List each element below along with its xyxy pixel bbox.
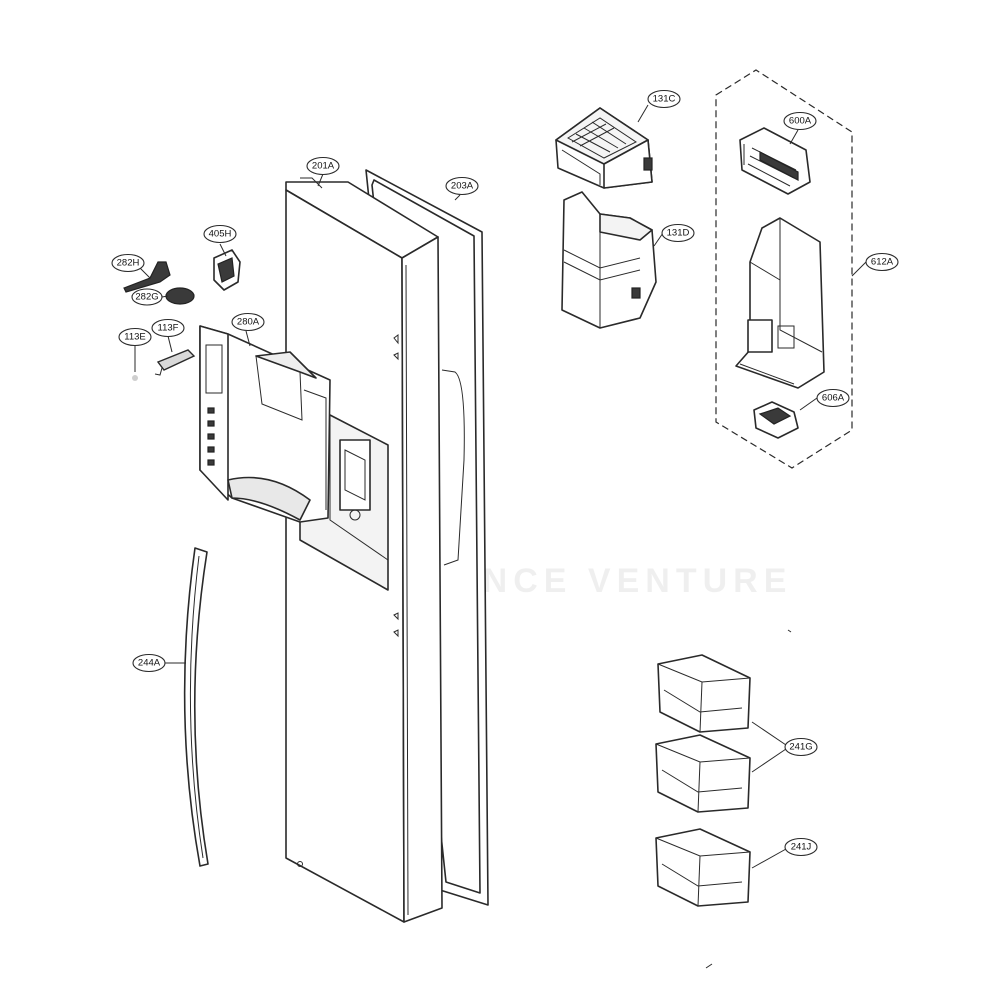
callout-113E: 113E [118, 327, 152, 347]
svg-text:113F: 113F [158, 323, 179, 334]
svg-text:282G: 282G [135, 292, 158, 303]
callout-131D: 131D [661, 223, 695, 243]
switch-405H [213, 249, 241, 291]
callout-241G: 241G [784, 737, 818, 757]
ice-bin [561, 191, 657, 329]
dispenser-assembly [199, 325, 331, 523]
svg-text:612A: 612A [871, 257, 894, 268]
callout-244A: 244A [132, 653, 166, 673]
svg-text:280A: 280A [237, 317, 260, 328]
motor-606A [753, 401, 799, 439]
svg-text:244A: 244A [138, 658, 161, 669]
leader-lines [134, 104, 867, 869]
callout-280A: 280A [231, 312, 265, 332]
door-handle [183, 547, 209, 867]
callout-282H: 282H [111, 253, 145, 273]
callout-405H: 405H [203, 224, 237, 244]
icemaker-group-outline [715, 69, 853, 469]
callout-201A: 201A [306, 156, 340, 176]
callout-600A: 600A [783, 111, 817, 131]
callout-612A: 612A [865, 252, 899, 272]
part-113E [132, 375, 138, 381]
icemaker-600A [739, 127, 811, 195]
callout-113F: 113F [151, 318, 185, 338]
svg-text:203A: 203A [451, 181, 474, 192]
callout-203A: 203A [445, 176, 479, 196]
pivot-282G [165, 287, 195, 305]
callout-282G: 282G [131, 288, 163, 306]
callout-131C: 131C [647, 89, 681, 109]
svg-text:282H: 282H [117, 258, 140, 269]
svg-text:606A: 606A [822, 393, 845, 404]
svg-text:405H: 405H [209, 229, 232, 240]
svg-text:201A: 201A [312, 161, 335, 172]
actuator-lever-282H [123, 261, 171, 293]
svg-text:113E: 113E [124, 332, 145, 343]
door-bin-upper [657, 654, 751, 733]
svg-text:241G: 241G [789, 742, 812, 753]
svg-text:131C: 131C [653, 94, 676, 105]
svg-text:241J: 241J [791, 842, 812, 853]
callout-606A: 606A [816, 388, 850, 408]
refrigerator-door [285, 177, 443, 923]
ice-housing-612A [735, 217, 825, 389]
ice-bin-cover [555, 107, 653, 189]
svg-text:131D: 131D [667, 228, 690, 239]
door-bin-lower [655, 828, 751, 907]
part-113F [154, 349, 196, 376]
door-bin-middle [655, 734, 751, 813]
svg-text:600A: 600A [789, 116, 812, 127]
callout-241J: 241J [784, 837, 818, 857]
